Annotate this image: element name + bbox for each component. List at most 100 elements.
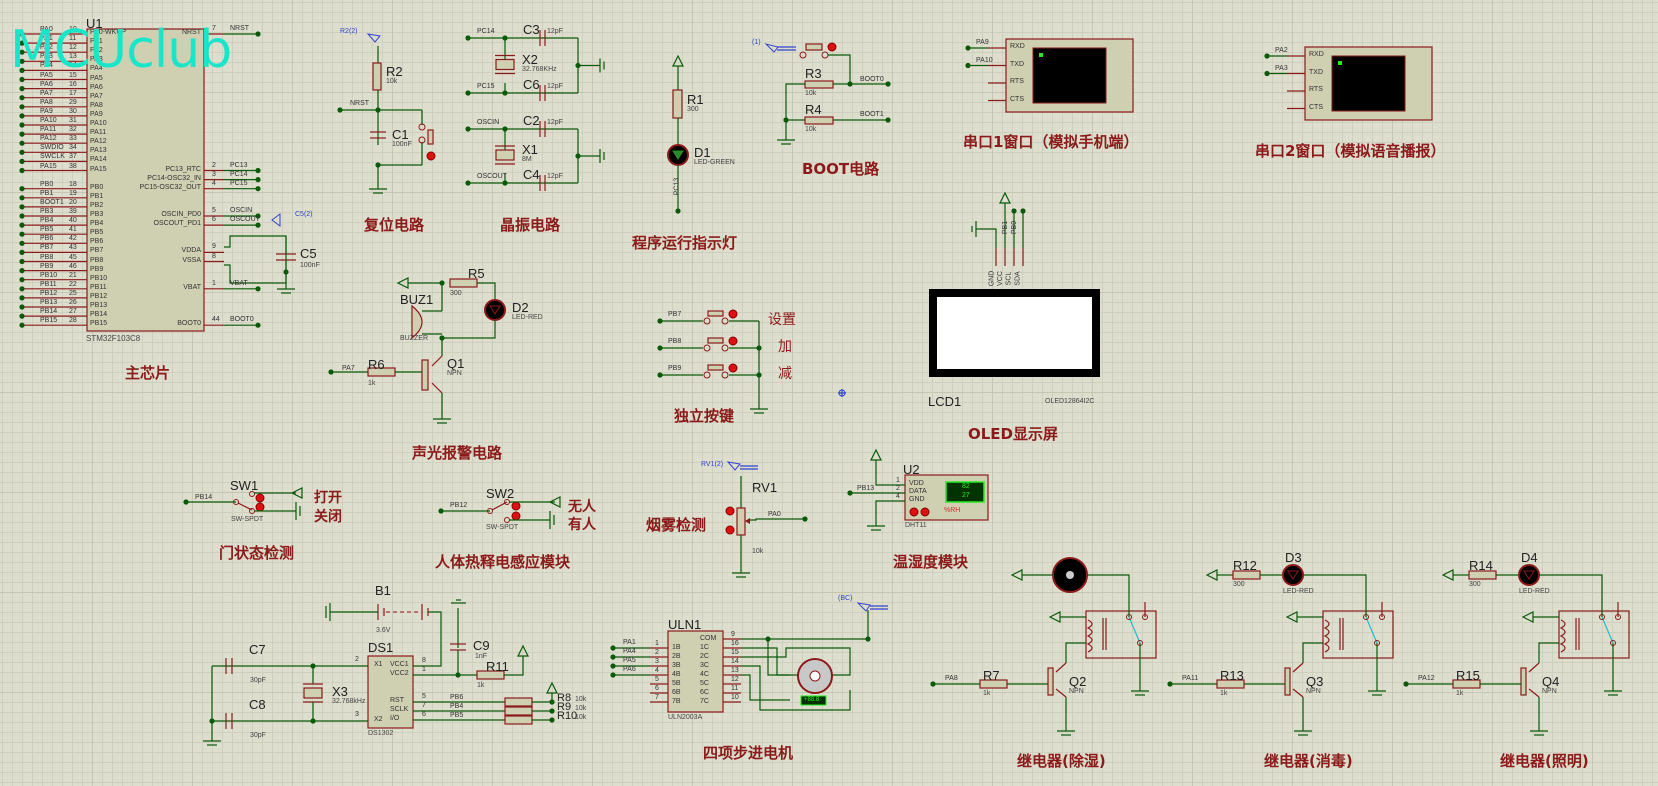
pa0-terminal: [802, 516, 808, 522]
section-label-relay1: 继电器(除湿): [1017, 752, 1106, 770]
voltage-probe-icon: [726, 461, 741, 471]
mcu-pin-number: 1: [212, 279, 216, 287]
mcu-pin-terminal: [19, 195, 25, 201]
uln-pin-number: 13: [731, 667, 739, 674]
run-led-r-value: 300: [687, 106, 699, 113]
alarm-q1-ref: Q1: [447, 356, 465, 371]
key-terminal: [657, 345, 663, 351]
rtc-c7-value: 30pF: [250, 677, 266, 684]
crystal-net-terminal: [465, 90, 471, 96]
dht11-pin-number: 4: [896, 493, 900, 500]
mcu-pin-net-label: PA8: [40, 98, 53, 106]
power-terminal-icon: [1441, 569, 1454, 581]
mcu-pin-number: 46: [69, 262, 77, 270]
door-net-label: PB14: [195, 494, 213, 501]
key-terminal: [657, 318, 663, 324]
relay-contact-arm: [1601, 616, 1614, 644]
relay-2: [1558, 610, 1630, 659]
alarm-q1-value: NPN: [447, 370, 462, 377]
run-led-d-ref: D1: [694, 145, 711, 160]
mcu-pin-net-label: OSCIN: [230, 207, 253, 214]
oled-part: OLED12864I2C: [1045, 398, 1095, 405]
mcu-pin-terminal: [255, 186, 261, 192]
relay-q-ref: Q3: [1306, 674, 1324, 689]
uln2003-driver: [667, 630, 724, 713]
mcu-pin-net-label: PA4: [40, 62, 53, 70]
oled-display: [929, 289, 1100, 377]
key-terminal: [657, 372, 663, 378]
mcu-pin-terminal: [19, 140, 25, 146]
rtc-pullup-ref: R10: [557, 710, 578, 722]
pa7-terminal: [328, 369, 334, 375]
mcu-pin-terminal: [19, 186, 25, 192]
reset-r-value: 10k: [386, 78, 398, 85]
uln-input-terminal: [610, 663, 616, 669]
mcu-pin-name: PA7: [90, 92, 103, 100]
wire: [477, 282, 496, 300]
mcu-pin-net-label: PB5: [40, 226, 54, 234]
mcu-pin-name: PC15-OSC32_OUT: [139, 183, 201, 191]
mcu-pin-terminal: [255, 177, 261, 183]
uart1-virtual-terminal-cursor: [1039, 53, 1043, 57]
logic-probe-icon: [909, 507, 919, 517]
mcu-pin-terminal: [19, 122, 25, 128]
smoke-probe-label: RV1(2): [701, 461, 724, 468]
transistor-collector: [1055, 662, 1067, 673]
mcu-pin-terminal: [255, 222, 261, 228]
mcu-pin-terminal: [19, 104, 25, 110]
rtc-c7-ref: C7: [249, 642, 266, 657]
rtc-pin-name: VCC2: [390, 670, 409, 677]
pir-sw-value: SW-SPDT: [486, 524, 519, 531]
section-label-main-chip: 主芯片: [125, 364, 171, 382]
mcu-pin-terminal: [19, 304, 25, 310]
mcu-pin-name: PC13_RTC: [165, 165, 201, 173]
uln-pin-name: COM: [700, 635, 717, 642]
mcu-pin-name: OSCIN_PD0: [161, 211, 201, 218]
alarm-transistor: [421, 359, 429, 391]
stepper-readout-value: +88.8: [804, 697, 820, 703]
mcu-pin-number: 31: [69, 117, 77, 124]
power-terminal-icon: [290, 487, 303, 499]
mcu-pin-number: 22: [69, 280, 77, 288]
mcu-pin-terminal: [19, 95, 25, 101]
wire: [828, 54, 851, 84]
rtc-pin-number: 1: [422, 666, 426, 673]
relay-input-terminal: [1167, 681, 1173, 687]
mcu-pin-net-label: VBAT: [230, 279, 248, 287]
dht11-part: DHT11: [905, 522, 927, 529]
uart1-virtual-terminal-pin-label: RXD: [1010, 43, 1025, 50]
mcu-pin-terminal: [255, 322, 261, 328]
mcu-pin-net-label: PB12: [40, 289, 58, 297]
reset-resistor: [372, 62, 382, 91]
mcu-pin-net-label: BOOT0: [230, 316, 254, 324]
wire: [1538, 642, 1559, 663]
mcu-pin-number: 26: [69, 299, 77, 306]
mcu-pin-number: 10: [69, 26, 77, 33]
power-terminal-icon: [517, 644, 529, 657]
button-contact: [418, 136, 426, 144]
terminal-net-label: PA3: [1275, 64, 1288, 72]
mcu-pin-name: PA12: [90, 138, 107, 146]
rtc-pin-name: I/O: [390, 715, 400, 722]
dht11-humidity-readout: 82: [962, 483, 970, 490]
door-label-open: 打开: [314, 490, 342, 506]
rtc-pin-number: 2: [355, 656, 359, 663]
relay-led-d-ref: D3: [1285, 550, 1302, 565]
junction-dot: [549, 708, 555, 714]
mcu-pin-net-label: PB15: [40, 317, 58, 325]
reset-probe-label: R2(2): [340, 28, 358, 35]
crystal-net-terminal: [465, 126, 471, 132]
mcu-pin-name: VSSA: [182, 256, 201, 264]
logic-probe-icon: [920, 507, 930, 517]
uln-pin-name: 5B: [672, 680, 681, 687]
uln-pin-number: 3: [655, 658, 659, 665]
rtc-r11-value: 1k: [477, 682, 485, 689]
reset-r-ref: R2: [386, 64, 403, 79]
rtc-c9-value: 1nF: [475, 653, 488, 660]
dht11-temperature-readout: 27: [962, 492, 970, 499]
rtc-pullup-resistor: [504, 697, 533, 707]
wire: [1303, 574, 1367, 617]
oled-pin-label: SCL: [1005, 271, 1013, 286]
